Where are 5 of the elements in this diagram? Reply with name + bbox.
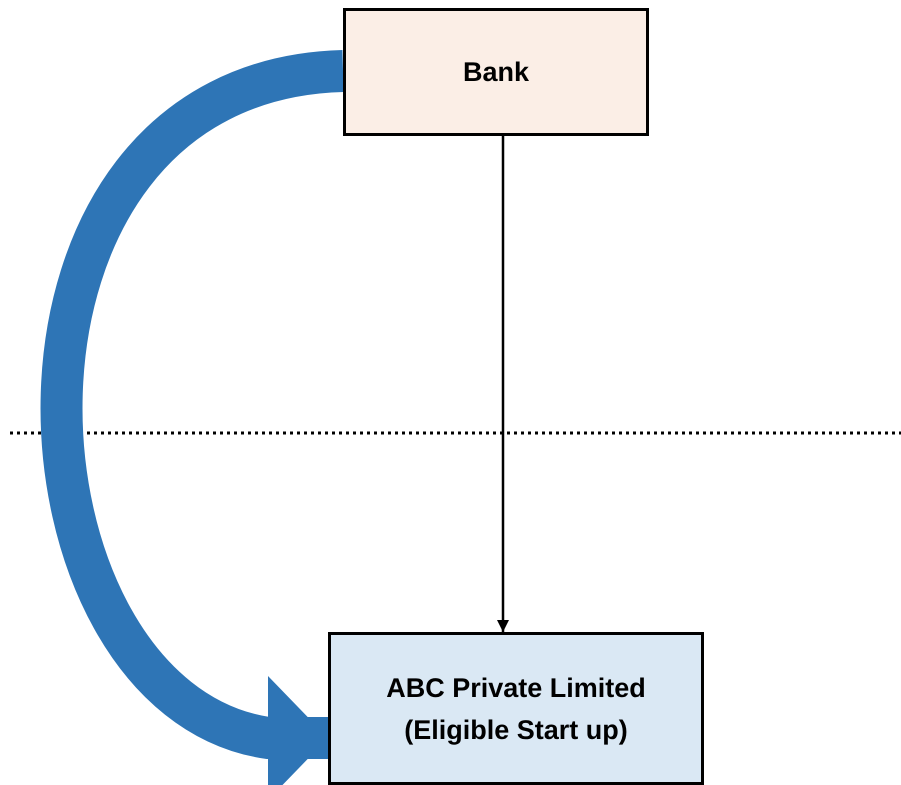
arrow bbox=[497, 136, 509, 632]
process-box bbox=[343, 8, 649, 136]
node-label: Bank bbox=[462, 56, 530, 89]
process-box bbox=[328, 632, 704, 785]
node-label: ABC Private Limited (Eligible Start up) bbox=[385, 672, 647, 747]
